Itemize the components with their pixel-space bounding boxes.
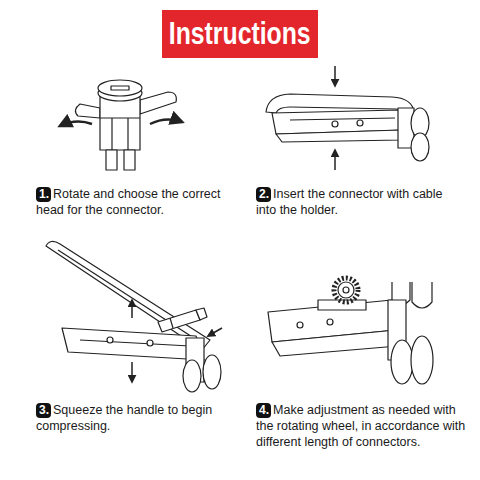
step-text: Make adjustment as needed with the rotat… — [256, 403, 465, 449]
wheel-hub — [343, 287, 349, 293]
tool-screw — [297, 322, 303, 328]
insert-arrow — [208, 328, 222, 336]
head-plate-left — [75, 104, 100, 118]
rotate-arrow — [60, 121, 92, 126]
tool-screw — [327, 319, 333, 325]
press-arrow — [131, 300, 133, 318]
connector-end — [196, 308, 207, 320]
tool-drawings — [46, 66, 433, 392]
rotate-arrow — [150, 119, 182, 124]
wheel-rail — [318, 300, 366, 310]
head-post — [124, 150, 135, 170]
handle-line — [58, 250, 200, 342]
title-banner: Instructions — [162, 10, 318, 58]
tool-screw — [107, 337, 113, 343]
head-line — [100, 117, 140, 118]
tool-screw — [332, 121, 338, 127]
step-text: Squeeze the handle to begin compressing. — [36, 403, 212, 433]
head-line — [111, 118, 112, 150]
press-arrow — [131, 362, 133, 382]
step-item: 4.Make adjustment as needed with the rot… — [256, 402, 472, 450]
tool-line — [80, 340, 190, 346]
press-arrow — [334, 150, 336, 170]
jaw-cylinder — [203, 355, 221, 389]
press-arrow — [334, 66, 336, 86]
u-bracket — [412, 282, 432, 308]
lower-handle — [272, 330, 398, 356]
tool-body — [62, 328, 204, 360]
step-item: 1.Rotate and choose the correct head for… — [36, 186, 236, 218]
jaw-cylinder — [411, 133, 429, 161]
lower-handle — [276, 130, 402, 142]
head-plate-right — [140, 92, 176, 114]
connector — [158, 310, 200, 332]
step-text: Insert the connector with cable into the… — [256, 187, 443, 217]
step-number: 4. — [256, 403, 271, 418]
step-number: 2. — [256, 187, 271, 202]
step-item: 2.Insert the connector with cable into t… — [256, 186, 456, 218]
jaw-cylinder — [411, 336, 433, 384]
adjust-wheel — [338, 282, 354, 298]
head-disk — [98, 80, 142, 96]
head-line — [127, 118, 128, 150]
jaw-cylinder — [391, 340, 413, 384]
head-body — [100, 95, 140, 150]
tool-line — [290, 118, 395, 120]
title-text: Instructions — [169, 16, 311, 52]
step-number: 3. — [36, 403, 51, 418]
jaw-cylinder — [183, 360, 201, 392]
tool-screw — [357, 120, 363, 126]
head-post — [106, 150, 117, 170]
tool-screw — [147, 340, 153, 346]
step-text: Rotate and choose the correct head for t… — [36, 187, 220, 217]
step-item: 3.Squeeze the handle to begin compressin… — [36, 402, 236, 434]
head-slot — [111, 86, 129, 90]
connector-ring — [170, 318, 173, 328]
adjust-wheel — [334, 278, 358, 302]
step-number: 1. — [36, 187, 51, 202]
